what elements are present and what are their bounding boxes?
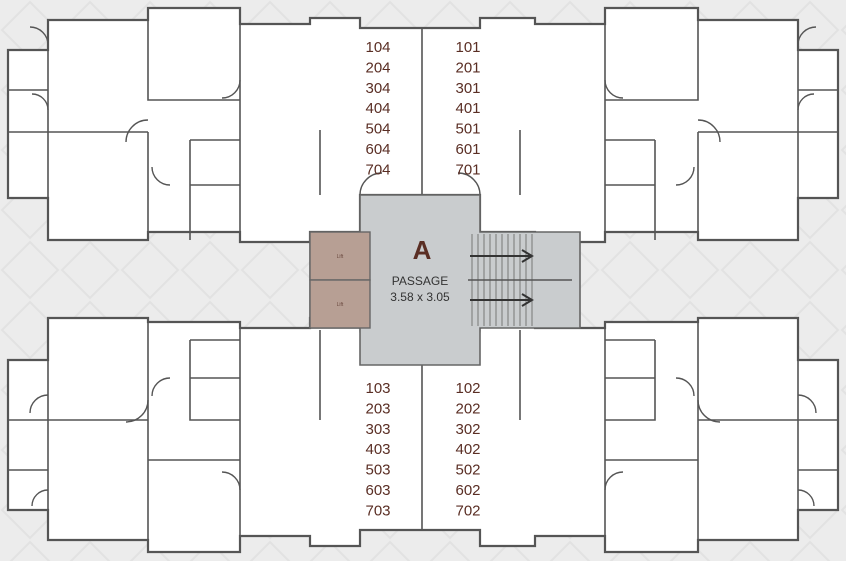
door-arc — [359, 172, 383, 196]
unit-number: 203 — [365, 400, 390, 417]
unit-number: 701 — [455, 161, 480, 178]
unit-number: 403 — [365, 441, 390, 458]
unit-number: 102 — [455, 380, 480, 397]
unit-number: 303 — [365, 421, 390, 438]
core: Lift Lift A PASSAGE 3.58 x 3.05 — [309, 194, 581, 366]
unit-number: 301 — [455, 80, 480, 97]
door-arc — [125, 119, 149, 143]
unit-number: 402 — [455, 441, 480, 458]
top-wing-outline — [6, 6, 840, 244]
unit-number: 702 — [455, 502, 480, 519]
lift-2 — [309, 279, 371, 329]
door-arc — [457, 172, 481, 196]
door-arc — [797, 489, 815, 507]
top-right-room-walls — [604, 8, 838, 240]
stair-arrow-up — [470, 249, 534, 263]
unit-number: 202 — [455, 400, 480, 417]
core-letter: A — [413, 235, 432, 265]
unit-number: 201 — [455, 59, 480, 76]
passage-size: 3.58 x 3.05 — [390, 290, 450, 304]
bottom-right-room-walls — [604, 318, 838, 540]
door-arc — [31, 489, 49, 507]
unit-number: 302 — [455, 421, 480, 438]
unit-number: 703 — [365, 502, 390, 519]
bottom-wing — [6, 316, 840, 554]
top-left-room-walls — [8, 8, 241, 240]
unit-number: 604 — [365, 141, 390, 158]
top-corridor-walls — [319, 28, 521, 195]
door-arc — [604, 79, 624, 99]
door-arc — [604, 471, 624, 491]
door-arc — [29, 26, 49, 46]
top-wing — [6, 6, 840, 244]
lift-1-label: Lift — [337, 254, 344, 260]
door-arc — [797, 394, 817, 414]
unit-number: 501 — [455, 121, 480, 138]
passage-label: PASSAGE — [392, 274, 448, 288]
door-arc — [151, 166, 171, 186]
unit-number: 503 — [365, 462, 390, 479]
unit-number: 603 — [365, 482, 390, 499]
door-arc — [797, 26, 817, 46]
unit-list-bottom-right: 102 202 302 402 502 602 702 — [455, 380, 480, 519]
bottom-corridor-walls — [319, 330, 521, 530]
stair-arrow-down — [470, 293, 534, 307]
unit-number: 304 — [365, 80, 390, 97]
unit-number: 601 — [455, 141, 480, 158]
unit-number: 502 — [455, 462, 480, 479]
lift-1 — [309, 231, 371, 281]
door-arc — [675, 166, 695, 186]
unit-number: 404 — [365, 100, 390, 117]
unit-number: 504 — [365, 121, 390, 138]
door-arc — [675, 377, 695, 397]
unit-number: 704 — [365, 161, 390, 178]
door-arc — [697, 399, 721, 423]
door-arc — [31, 93, 49, 111]
unit-number: 104 — [365, 39, 390, 56]
unit-list-top-left: 104 204 304 404 504 604 704 — [365, 39, 390, 178]
unit-list-top-right: 101 201 301 401 501 601 701 — [455, 39, 480, 178]
door-arc — [797, 93, 815, 111]
door-arc — [151, 377, 171, 397]
unit-number: 103 — [365, 380, 390, 397]
unit-number: 101 — [455, 39, 480, 56]
unit-list-bottom-left: 103 203 303 403 503 603 703 — [365, 380, 390, 519]
bottom-left-room-walls — [8, 318, 241, 540]
door-arc — [29, 394, 49, 414]
door-arc — [697, 119, 721, 143]
lift-2-label: Lift — [337, 302, 344, 308]
unit-number: 401 — [455, 100, 480, 117]
door-arc — [221, 471, 241, 491]
unit-number: 204 — [365, 59, 390, 76]
door-arc — [221, 79, 241, 99]
door-arc — [125, 399, 149, 423]
unit-number: 602 — [455, 482, 480, 499]
